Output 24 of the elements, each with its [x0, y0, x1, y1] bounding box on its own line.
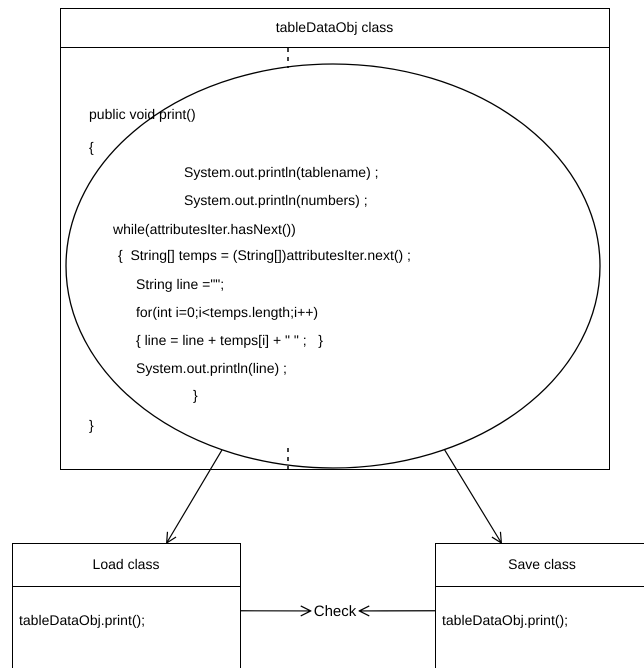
- code-line: { String[] temps = (String[])attributesIter.next() ;: [118, 247, 411, 263]
- check-label: Check: [314, 602, 356, 620]
- class-box: [435, 543, 644, 668]
- method-call: tableDataObj.print();: [442, 612, 568, 628]
- arrow: [444, 449, 502, 544]
- code-line: {: [89, 139, 94, 155]
- code-line: String line ="";: [136, 276, 224, 292]
- code-line: public void print(): [89, 106, 196, 122]
- class-box: [12, 543, 241, 668]
- method-call: tableDataObj.print();: [19, 612, 146, 628]
- code-line: System.out.println(numbers) ;: [184, 192, 368, 208]
- code-line: for(int i=0;i<temps.length;i++): [136, 304, 318, 320]
- class-name: tableDataObj class: [274, 19, 394, 35]
- class-name: Save class: [507, 556, 577, 572]
- arrow: [241, 605, 312, 617]
- code-line: System.out.println(line) ;: [136, 360, 287, 376]
- code-line: while(attributesIter.hasNext()): [113, 221, 296, 237]
- arrow: [166, 450, 222, 544]
- code-line: }: [193, 387, 198, 403]
- code-line: { line = line + temps[i] + " " ; }: [136, 332, 323, 348]
- code-line: System.out.println(tablename) ;: [184, 164, 379, 180]
- arrow: [358, 605, 435, 617]
- code-line: }: [89, 417, 94, 433]
- class-name: Load class: [92, 556, 160, 572]
